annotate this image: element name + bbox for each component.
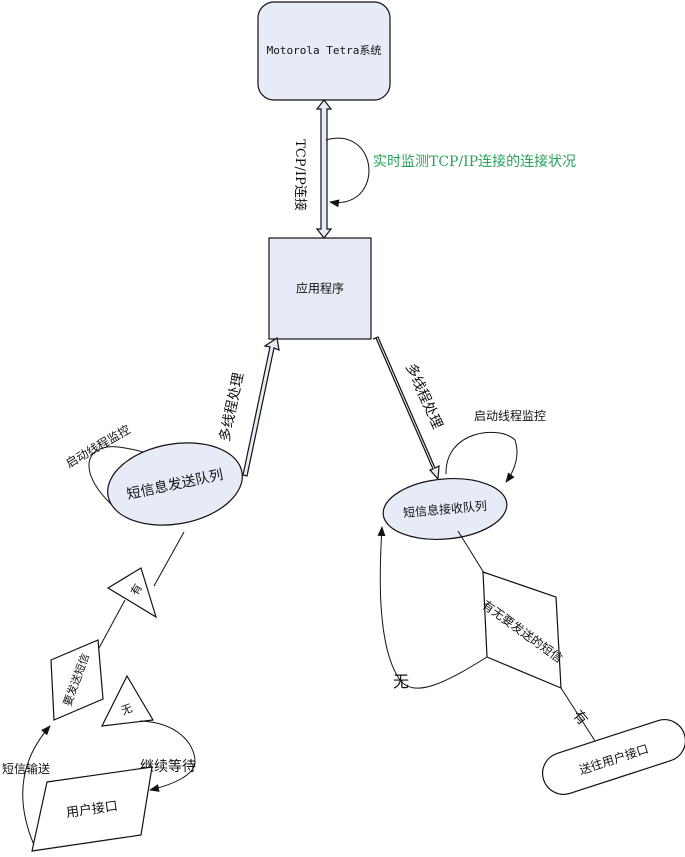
monitor-label: 实时监测TCP/IP连接的连接状况 (373, 153, 576, 170)
recv-to-diamond-line (457, 530, 485, 574)
left-thread-label: 启动线程监控 (63, 422, 133, 471)
wait-loop (139, 720, 196, 792)
recv-queue-label: 短信息接收队列 (402, 498, 487, 520)
send-queue-node (107, 442, 243, 526)
app-box (268, 237, 372, 340)
yes-to-want-send-line (98, 599, 126, 649)
user-interface-label: 用户接口 (65, 798, 119, 821)
yes-label: 有 (569, 707, 590, 728)
has-send-triangle (106, 567, 158, 619)
to-user-node (541, 719, 685, 795)
none-label: 无 (393, 672, 409, 691)
send-queue-to-yes-line (153, 531, 185, 587)
want-send-node (50, 639, 104, 721)
app-label: 应用程序 (296, 281, 344, 296)
left-multithread-arrow (242, 336, 280, 477)
user-interface-node (31, 766, 153, 852)
recv-queue-node (382, 478, 508, 540)
monitor-loop (325, 137, 370, 208)
wait-label: 继续等待 (140, 758, 196, 775)
none-triangle (100, 674, 154, 727)
tcpip-double-arrow (315, 99, 333, 239)
sms-send-loop (22, 725, 51, 846)
none-triangle-label: 无 (119, 702, 134, 718)
left-multithread-label: 多线程处理 (216, 371, 247, 443)
right-multithread-label: 多线程处理 (402, 361, 446, 432)
none-loop (377, 526, 488, 689)
right-thread-label: 启动线程监控 (474, 408, 546, 423)
right-thread-loop (445, 431, 518, 483)
sms-send-label: 短信输送 (2, 761, 50, 776)
tcpip-label: TCP/IP连接 (292, 139, 308, 211)
tetra-system-label: Motorola Tetra系统 (267, 44, 382, 57)
